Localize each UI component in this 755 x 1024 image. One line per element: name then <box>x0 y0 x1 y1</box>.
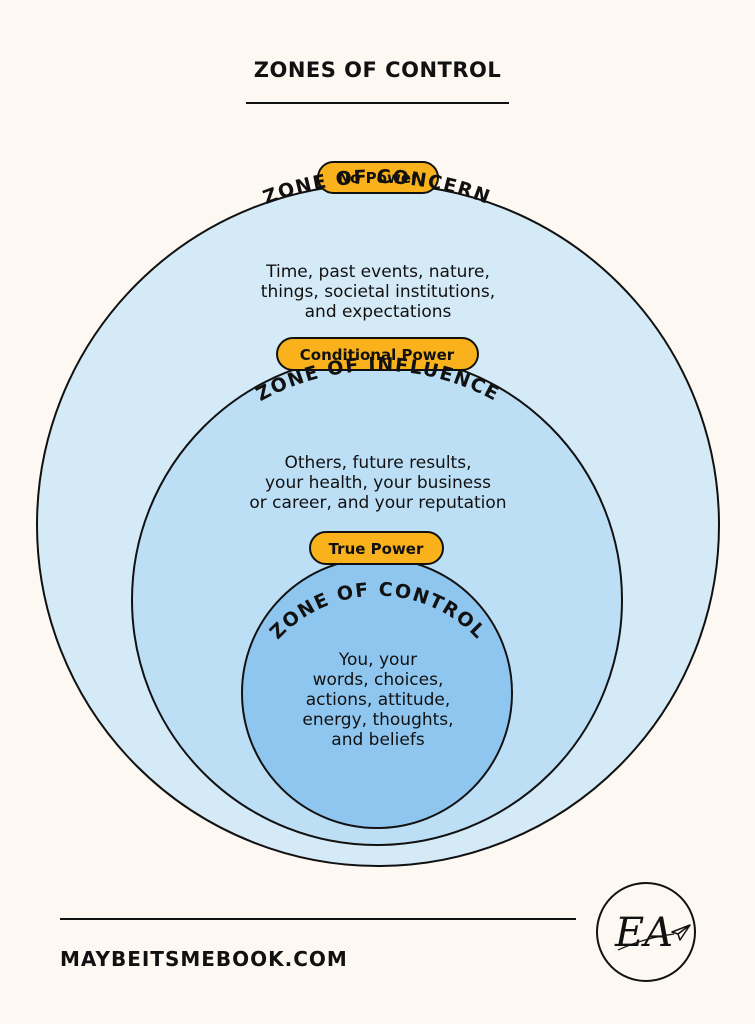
description-line: and beliefs <box>331 730 425 750</box>
description-line: energy, thoughts, <box>302 710 454 730</box>
true-power-badge: True Power <box>309 531 444 565</box>
no-power-badge: No Power <box>317 161 439 194</box>
no-power-label: No Power <box>338 169 419 187</box>
zone-of-influence-description: Others, future results, your health, you… <box>178 453 578 513</box>
description-line: Time, past events, nature, <box>266 262 490 282</box>
paper-plane-icon <box>671 924 691 941</box>
conditional-power-label: Conditional Power <box>300 346 455 364</box>
description-line: You, your <box>338 650 418 670</box>
footer-website: MAYBEITSMEBOOK.COM <box>60 947 348 971</box>
conditional-power-badge: Conditional Power <box>276 337 479 371</box>
logo-lettering: EA <box>614 910 673 956</box>
page-title: ZONES OF CONTROL <box>253 58 502 82</box>
description-line: your health, your business <box>265 473 491 493</box>
zone-of-control-description: You, your words, choices, actions, attit… <box>258 650 498 750</box>
zone-of-concern-description: Time, past events, nature, things, socie… <box>178 262 578 322</box>
true-power-label: True Power <box>329 540 424 558</box>
description-line: actions, attitude, <box>305 690 451 710</box>
description-line: and expectations <box>304 302 452 322</box>
description-line: things, societal institutions, <box>260 282 496 302</box>
description-line: Others, future results, <box>284 453 472 473</box>
footer-rule <box>60 918 576 920</box>
description-line: or career, and your reputation <box>249 493 507 513</box>
ea-logo: EA <box>596 882 696 982</box>
zones-diagram: No Power Conditional Power True Power ZO… <box>36 161 720 867</box>
title-underline <box>246 102 509 104</box>
description-line: words, choices, <box>312 670 444 690</box>
